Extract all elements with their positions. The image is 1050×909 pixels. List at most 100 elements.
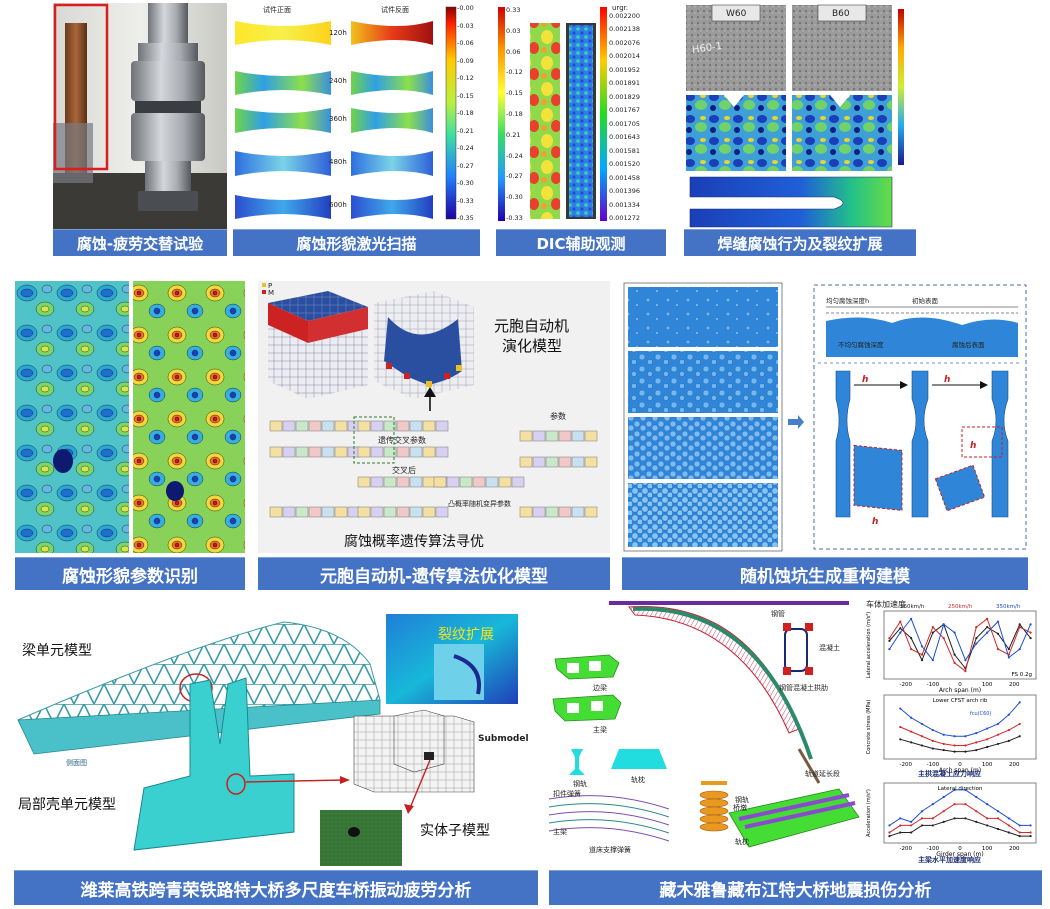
chart-point [899, 817, 902, 820]
zangmu-panel: 钢管 混凝土 钢管混凝土拱肋 边梁 主梁 钢轨 轨枕 桥墩 轨道延长段 扣件弹簧… [549, 599, 860, 866]
chart-point [910, 637, 913, 640]
laser-time-4: 600h [329, 201, 347, 209]
chart-point [888, 648, 891, 651]
ga-gene-cell [269, 506, 283, 518]
zm-arch-rib: 钢管混凝土拱肋 [779, 684, 828, 692]
chart-point [920, 659, 924, 662]
chart-point [1018, 648, 1021, 651]
ga-gene-cell [295, 420, 309, 432]
chart-point [964, 744, 967, 747]
dic-left-colorbar-label: -0.27 [506, 172, 523, 181]
dic-right-colorbar-label: 0.001520 [609, 160, 641, 169]
ga-gene-cell [308, 446, 322, 458]
ga-gene-cell [519, 456, 533, 468]
dic-right-colorbar-label: 0.001952 [609, 65, 641, 74]
chart-point [975, 626, 978, 629]
caption-weld: 焊缝腐蚀行为及裂纹扩展 [684, 229, 916, 256]
chart-x-tick: 200 [1009, 846, 1020, 852]
ga-gene-cell [282, 506, 296, 518]
dic-right-colorbar-label: 0.002200 [609, 12, 641, 20]
ga-gene-cell [383, 506, 397, 518]
chart-x-tick: -200 [899, 846, 912, 852]
chart-point [996, 722, 1000, 726]
caption-zangmu: 藏木雅鲁藏布江特大桥地震损伤分析 [549, 870, 1042, 905]
chart-point [910, 741, 913, 744]
chart-point [953, 744, 956, 747]
laser-scan-panel: 试件正面 试件反面 [233, 3, 480, 229]
ga-gene-cell [545, 430, 559, 442]
chart-point [975, 642, 978, 645]
laser-colorbar-label: -0.06 [457, 39, 474, 47]
chart-point [1029, 824, 1032, 827]
ca-evolution-label-1: 元胞自动机 [494, 317, 570, 335]
ga-gene-cell [383, 476, 397, 488]
pit-pit-label: 不均匀腐蚀深度 [838, 341, 884, 349]
ga-gene-cell [472, 476, 486, 488]
pit-h3: h [970, 441, 977, 451]
chart-point [1018, 623, 1021, 626]
dic-left-colorbar-label: -0.33 [506, 214, 523, 222]
ga-gene-cell [584, 456, 598, 468]
chart-point [975, 637, 978, 640]
chart-point [996, 810, 1000, 813]
weld-panel: W60 B60 H60-1 [684, 3, 916, 229]
ga-gene-cell [435, 420, 449, 432]
laser-colorbar-label: -0.21 [457, 126, 474, 135]
ga-gene-cell [558, 506, 572, 518]
ca-after-cross: 交叉后 [392, 466, 416, 475]
ga-gene-cell [282, 420, 296, 432]
chart-point [899, 831, 902, 834]
dic-left-colorbar-label: 0.21 [506, 130, 521, 139]
chart-point [1007, 824, 1010, 827]
dic-right-colorbar-label: 0.001705 [609, 119, 641, 128]
weld-images [686, 4, 904, 228]
chart-point [942, 637, 945, 640]
ca-legend-m: M [268, 289, 275, 297]
chart-point [996, 827, 1000, 831]
ga-gene-cell [558, 456, 572, 468]
chart-point [920, 817, 924, 820]
chart-series-line [889, 618, 1031, 673]
dic-left-colorbar-label: 0.03 [506, 26, 521, 35]
chart-point [953, 817, 956, 820]
caption-corrosion-fatigue-test: 腐蚀-疲劳交替试验 [53, 229, 227, 256]
ga-gene-cell [334, 506, 348, 518]
ga-gene-cell [370, 476, 384, 488]
chart-point [910, 648, 913, 651]
ga-gene-cell [511, 476, 525, 488]
chart-point [986, 803, 989, 806]
ga-gene-cell [409, 506, 423, 518]
chart-top-title: 车体加速度 [866, 600, 906, 609]
ga-chromosome-rows [269, 416, 598, 518]
chart-x-tick: -100 [927, 682, 940, 688]
chart-point [964, 659, 967, 662]
ga-gene-cell [433, 476, 447, 488]
chart-point [920, 645, 924, 648]
ga-gene-cell [357, 420, 371, 432]
laser-colorbar-label: -0.27 [457, 161, 474, 170]
chart-point [899, 620, 902, 623]
chart-point [975, 741, 978, 744]
weld-b-label: B60 [832, 9, 850, 19]
chart-point [910, 617, 913, 620]
dic-right-colorbar-label: 0.001334 [609, 200, 641, 209]
chart-point [986, 727, 989, 730]
ca-ga-panel: P M 元胞自动机 演化模型 参数 遗传交叉参数 交叉后 凸概率随机变异参数 腐… [258, 281, 610, 553]
caption-dic: DIC辅助观测 [496, 229, 666, 256]
laser-colorbar-label: -0.03 [457, 21, 474, 30]
chart-x-tick: 0 [958, 846, 962, 852]
caption-laser-scan: 腐蚀形貌激光扫描 [233, 229, 480, 256]
ga-gene-cell [295, 446, 309, 458]
ga-gene-cell [383, 420, 397, 432]
laser-time-2: 360h [329, 115, 347, 123]
chart-annotation: FS 0.2g [1011, 672, 1032, 678]
weilai-solid-model: 实体子模型 [420, 823, 490, 839]
chart-frame [883, 694, 1037, 760]
chart-point [888, 639, 891, 642]
ga-gene-cell [357, 476, 371, 488]
chart-point [964, 735, 967, 738]
ga-gene-cell [485, 476, 499, 488]
chart-point [920, 653, 924, 656]
ga-gene-cell [571, 506, 585, 518]
chart-point [975, 810, 978, 813]
